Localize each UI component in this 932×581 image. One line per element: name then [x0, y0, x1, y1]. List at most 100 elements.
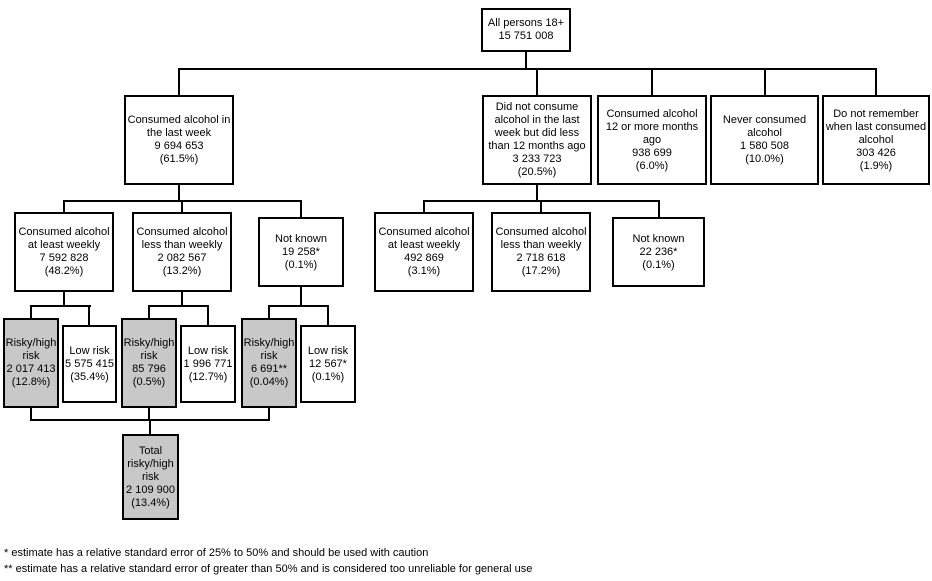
- node-label: Consumed alcohol at least weekly: [378, 226, 470, 251]
- connector-line: [300, 202, 302, 217]
- node-percent: (17.2%): [521, 265, 561, 277]
- node-value: 9 694 653: [154, 140, 204, 152]
- connector-line: [268, 408, 270, 419]
- node-value: 1 996 771: [183, 357, 233, 370]
- node-percent: (10.0%): [745, 153, 784, 165]
- connector-line: [63, 200, 302, 202]
- node-label: Do not remember when last consumed alcoh…: [825, 107, 927, 146]
- connector-line: [178, 68, 877, 70]
- node-lw-less-than-weekly: Consumed alcohol less than weekly 2 082 …: [132, 212, 232, 292]
- connector-line: [540, 202, 542, 212]
- connector-line: [268, 305, 329, 307]
- node-percent: (0.1%): [311, 370, 345, 383]
- node-percent: (13.2%): [162, 265, 202, 277]
- connector-line: [525, 52, 527, 68]
- node-all-persons: All persons 18+ 15 751 008: [481, 8, 571, 52]
- node-value: 2 718 618: [516, 252, 566, 264]
- connector-line: [300, 287, 302, 305]
- node-label: Consumed alcohol 12 or more months ago: [605, 107, 699, 146]
- node-label: Not known: [275, 232, 327, 245]
- node-percent: (61.5%): [159, 153, 199, 165]
- connector-line: [88, 307, 90, 325]
- node-value: 7 592 828: [39, 252, 89, 264]
- connector-line: [148, 307, 150, 318]
- node-consumed-last-week: Consumed alcohol in the last week 9 694 …: [124, 95, 234, 185]
- node-nlw-less-than-weekly: Consumed alcohol less than weekly 2 718 …: [491, 212, 591, 292]
- connector-line: [148, 305, 209, 307]
- node-label: Not known: [632, 232, 685, 245]
- footnote-double-asterisk: ** estimate has a relative standard erro…: [4, 563, 533, 575]
- node-label: Consumed alcohol at least weekly: [18, 226, 110, 251]
- node-label: Low risk: [187, 344, 229, 357]
- node-value: 303 426: [856, 146, 896, 159]
- node-label: Consumed alcohol in the last week: [127, 114, 231, 139]
- node-percent: (48.2%): [44, 265, 84, 277]
- node-risky-less-weekly: Risky/high risk 85 796 (0.5%): [121, 318, 177, 408]
- node-percent: (20.5%): [517, 166, 557, 178]
- connector-line: [268, 307, 270, 318]
- connector-line: [423, 202, 425, 212]
- node-label: Never consumed alcohol: [722, 114, 807, 139]
- connector-line: [423, 200, 660, 202]
- node-value: 22 236*: [639, 245, 678, 258]
- connector-line: [651, 70, 653, 95]
- node-label: Risky/high risk: [5, 337, 57, 362]
- node-percent: (35.4%): [70, 370, 109, 383]
- node-value: 2 017 413: [6, 363, 56, 375]
- connector-line: [181, 292, 183, 305]
- node-percent: (3.1%): [407, 265, 441, 277]
- connector-line: [764, 70, 766, 95]
- connector-line: [63, 292, 65, 305]
- node-value: 5 575 415: [65, 357, 114, 370]
- node-percent: (6.0%): [635, 159, 669, 172]
- connector-line: [30, 408, 32, 419]
- connector-line: [178, 185, 180, 200]
- node-value: 85 796: [132, 363, 166, 375]
- node-low-risk-not-known: Low risk 12 567* (0.1%): [300, 325, 356, 403]
- connector-line: [178, 70, 180, 95]
- node-label: Consumed alcohol less than weekly: [136, 226, 228, 251]
- node-nlw-at-least-weekly: Consumed alcohol at least weekly 492 869…: [374, 212, 474, 292]
- node-low-risk-weekly: Low risk 5 575 415 (35.4%): [62, 325, 117, 403]
- node-total-risky: Total risky/high risk 2 109 900 (13.4%): [122, 434, 179, 520]
- node-percent: (0.04%): [249, 376, 289, 388]
- node-value: 492 869: [404, 252, 444, 264]
- connector-line: [30, 305, 91, 307]
- node-value: 15 751 008: [498, 30, 554, 42]
- node-label: Did not consume alcohol in the last week…: [488, 101, 586, 152]
- connector-line: [536, 185, 538, 200]
- node-lw-at-least-weekly: Consumed alcohol at least weekly 7 592 8…: [14, 212, 114, 292]
- node-percent: (12.7%): [188, 370, 228, 383]
- node-not-last-week: Did not consume alcohol in the last week…: [482, 95, 592, 185]
- node-percent: (0.5%): [132, 376, 166, 388]
- node-value: 1 580 508: [740, 140, 789, 152]
- node-value: 2 109 900: [126, 483, 175, 496]
- node-label: All persons 18+: [487, 17, 565, 29]
- connector-line: [30, 419, 270, 421]
- node-nlw-not-known: Not known 22 236* (0.1%): [612, 217, 705, 287]
- node-percent: (0.1%): [284, 258, 318, 271]
- node-value: 6 691**: [250, 363, 288, 375]
- node-never-consumed: Never consumed alcohol 1 580 508 (10.0%): [710, 95, 819, 185]
- node-label: Low risk: [69, 344, 110, 357]
- node-risky-not-known: Risky/high risk 6 691** (0.04%): [241, 318, 297, 408]
- node-value: 12 567*: [309, 357, 347, 370]
- connector-line: [207, 307, 209, 325]
- node-lw-not-known: Not known 19 258* (0.1%): [258, 217, 344, 287]
- connector-line: [181, 202, 183, 212]
- node-percent: (13.4%): [131, 496, 170, 509]
- node-do-not-remember: Do not remember when last consumed alcoh…: [822, 95, 930, 185]
- node-low-risk-less-weekly: Low risk 1 996 771 (12.7%): [180, 325, 236, 403]
- connector-line: [327, 307, 329, 325]
- connector-line: [63, 202, 65, 212]
- footnotes: * estimate has a relative standard error…: [4, 545, 532, 577]
- node-percent: (0.1%): [642, 258, 675, 271]
- node-label: Consumed alcohol less than weekly: [495, 226, 587, 251]
- node-label: Total risky/high risk: [127, 444, 174, 483]
- node-value: 19 258*: [282, 245, 320, 258]
- node-label: Low risk: [307, 344, 349, 357]
- node-value: 2 082 567: [157, 252, 207, 264]
- connector-line: [875, 70, 877, 95]
- node-label: Risky/high risk: [123, 337, 175, 362]
